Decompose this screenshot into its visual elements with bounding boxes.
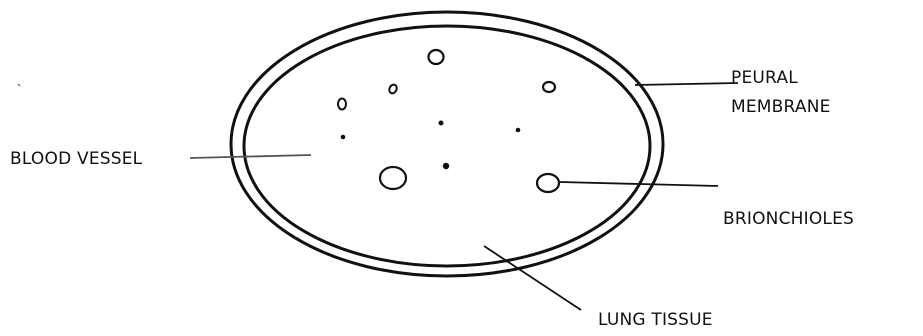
bronchiole-circle bbox=[338, 99, 346, 110]
pleural-membrane-leader bbox=[635, 83, 738, 85]
blood-vessel-dot bbox=[443, 163, 449, 169]
blood-vessel-dot bbox=[341, 135, 346, 140]
bronchiole-circle bbox=[543, 82, 555, 92]
blood-vessel-dot bbox=[516, 128, 521, 133]
stray-mark bbox=[18, 84, 20, 86]
blood-vessel-dot bbox=[439, 121, 444, 126]
bronchiole-circle bbox=[429, 50, 444, 64]
bronchiole-circle bbox=[388, 83, 398, 94]
pleural-membrane-label-line2: MEMBRANE bbox=[731, 97, 831, 117]
blood-vessel-label: BLOOD VESSEL bbox=[10, 149, 142, 169]
bronchioles-label: BRIONCHIOLES bbox=[723, 209, 854, 229]
outer-pleural-membrane bbox=[231, 12, 663, 276]
pleural-membrane-label-line1: PEURAL bbox=[731, 68, 798, 88]
bronchiole-circle bbox=[537, 174, 559, 192]
lung-tissue-label: LUNG TISSUE bbox=[598, 310, 713, 330]
blood-vessel-leader bbox=[190, 155, 311, 158]
bronchiole-circle bbox=[380, 167, 406, 189]
inner-pleural-membrane bbox=[244, 26, 650, 266]
